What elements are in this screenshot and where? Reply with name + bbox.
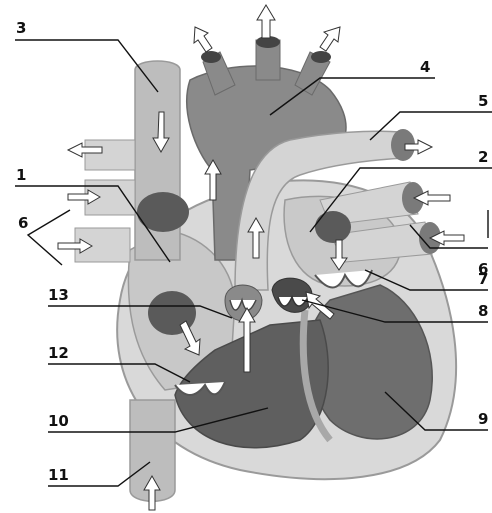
- label-10: 10: [48, 412, 69, 430]
- aortic-branch-opening: [201, 51, 221, 63]
- arrow-up-icon: [194, 27, 212, 52]
- mitral-valve-opening: [315, 211, 351, 243]
- label-3: 3: [16, 19, 26, 37]
- label-1: 1: [16, 166, 26, 184]
- label-4: 4: [420, 58, 430, 76]
- arrow-up-icon: [257, 5, 275, 38]
- aortic-branch-opening: [311, 51, 331, 63]
- label-12: 12: [48, 344, 69, 362]
- label-13: 13: [48, 286, 69, 304]
- label-7: 7: [478, 270, 488, 288]
- label-8: 8: [478, 302, 488, 320]
- leader-line-6-left: [28, 210, 70, 265]
- label-6-left: 6: [18, 214, 28, 232]
- arrow-up-icon: [320, 27, 340, 51]
- label-9: 9: [478, 410, 488, 428]
- pulmonary-vein-left-upper: [85, 140, 135, 170]
- label-2: 2: [478, 148, 488, 166]
- label-11: 11: [48, 466, 69, 484]
- label-5: 5: [478, 92, 488, 110]
